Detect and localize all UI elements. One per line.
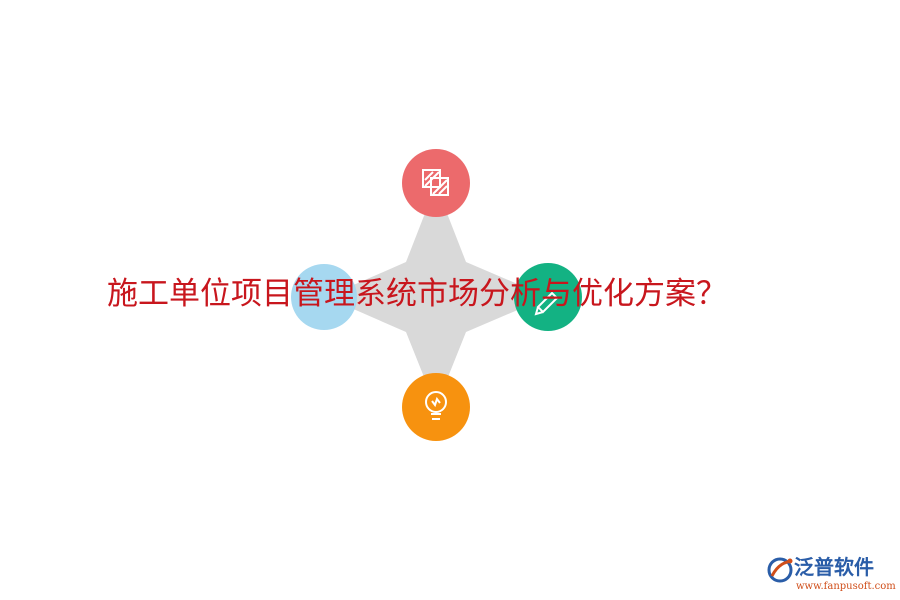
pencil-icon bbox=[534, 291, 559, 316]
documents-icon bbox=[422, 169, 449, 196]
star-shape bbox=[326, 185, 548, 407]
node-bottom bbox=[402, 373, 470, 441]
node-right bbox=[514, 263, 582, 331]
logo-brand-text: 泛普软件 bbox=[794, 555, 874, 579]
node-top bbox=[402, 149, 470, 217]
fanpu-logo-icon bbox=[767, 557, 793, 583]
page-title: 施工单位项目管理系统市场分析与优化方案？ bbox=[107, 276, 727, 312]
brand-logo: 泛普软件 www.fanpusoft.com bbox=[766, 554, 896, 594]
lightbulb-icon bbox=[425, 391, 447, 420]
logo-url-text: www.fanpusoft.com bbox=[796, 581, 896, 592]
node-left bbox=[291, 264, 357, 330]
